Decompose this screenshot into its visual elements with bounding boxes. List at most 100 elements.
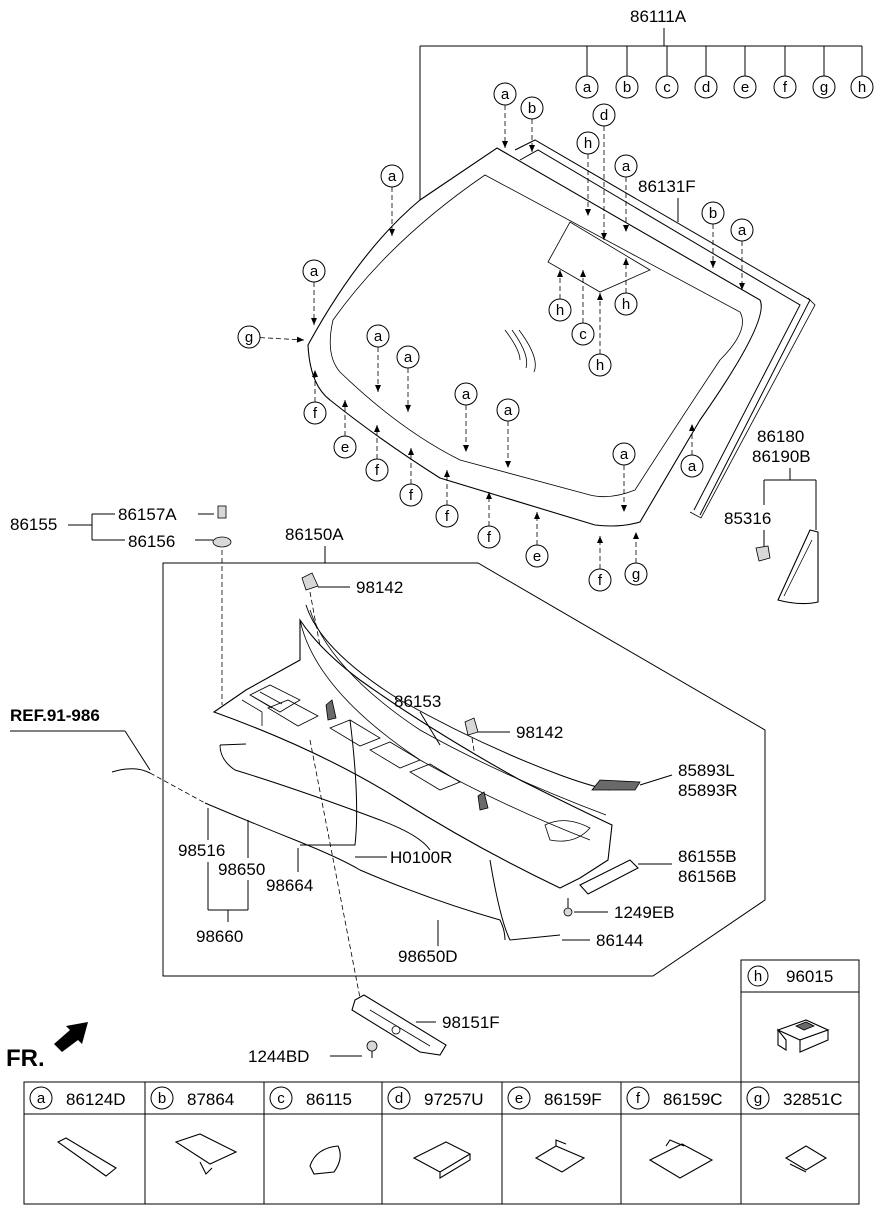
callout-d-letter: d [600, 107, 608, 124]
cover-group: 86180 86190B 85316 [724, 427, 819, 605]
callout-a: a [730, 218, 754, 242]
callout-g: g [237, 325, 261, 349]
callout-c-letter: c [579, 326, 587, 343]
legend-e-letter: e [515, 1090, 523, 1107]
top-legend-f: f [773, 75, 797, 99]
callout-arrow [486, 492, 492, 499]
callout-arrow [623, 225, 629, 232]
callout-arrow [585, 209, 591, 216]
legend-h-box: h 96015 [740, 959, 860, 1083]
callout-arrow [601, 233, 607, 240]
callout-arrow [557, 270, 563, 277]
legend-b-letter: b [158, 1090, 166, 1107]
top-legend-a-letter: a [583, 79, 592, 96]
top-legend-a: a [575, 75, 599, 99]
arrow-icon [54, 1022, 88, 1052]
callout-arrow [296, 336, 304, 343]
callout-d: d [592, 103, 616, 127]
callout-f: f [477, 525, 501, 549]
callout-arrow [375, 385, 381, 392]
legend-c-letter: c [277, 1090, 285, 1107]
callout-arrow [633, 532, 639, 539]
legend-d-letter: d [395, 1090, 403, 1107]
legend-pictogram-a [56, 1137, 117, 1177]
callout-g-letter: g [632, 566, 640, 583]
label-ref-91-986: REF.91-986 [10, 706, 100, 725]
legend-e: e [507, 1086, 531, 1110]
callout-arrow [597, 293, 603, 300]
legend-f: f [626, 1086, 650, 1110]
callout-f-letter: f [375, 462, 380, 479]
top-legend-d-letter: d [702, 79, 710, 96]
moulding-86131F: 86131F [514, 139, 816, 519]
callout-arrow [408, 448, 414, 455]
legend-part-d: 97257U [424, 1090, 484, 1109]
callout-h: h [576, 131, 600, 155]
callout-a: a [614, 154, 638, 178]
legend-part-a: 86124D [66, 1090, 126, 1109]
label-86157A: 86157A [118, 505, 177, 524]
label-98664: 98664 [266, 876, 313, 895]
callout-a-letter: a [688, 458, 697, 475]
callout-a: a [454, 382, 478, 406]
legend-pictogram-g [784, 1145, 828, 1173]
callout-f: f [435, 504, 459, 528]
callout-e: e [333, 435, 357, 459]
callout-a-letter: a [620, 446, 629, 463]
top-legend-h: h [850, 75, 874, 99]
callout-f-letter: f [445, 508, 450, 525]
callout-h: h [614, 292, 638, 316]
label-86144: 86144 [596, 931, 643, 950]
legend-f-letter: f [636, 1090, 641, 1107]
label-85893R: 85893R [678, 781, 738, 800]
screw-1249EB: 1249EB [563, 898, 675, 922]
callout-a-letter: a [501, 86, 510, 103]
callout-arrow [374, 425, 380, 432]
legend-part-c: 86115 [306, 1090, 352, 1109]
callout-a: a [302, 259, 326, 283]
callout-arrow [529, 145, 535, 152]
windshield-glass [307, 147, 762, 527]
legend-cell-e: e 86159F [507, 1086, 602, 1110]
legend-pictogram-e [534, 1139, 586, 1173]
label-H0100R: H0100R [390, 848, 452, 867]
top-legend-b-letter: b [623, 79, 631, 96]
callout-arrow [389, 229, 395, 236]
legend-part-f: 86159C [663, 1090, 723, 1109]
callout-h-letter: h [556, 302, 564, 319]
callout-e: e [525, 544, 549, 568]
legend-d: d [387, 1086, 411, 1110]
legend-part-e: 86159F [544, 1090, 602, 1109]
top-legend-f-letter: f [783, 79, 788, 96]
callout-e-letter: e [341, 439, 349, 456]
top-legend-g-letter: g [820, 79, 828, 96]
callout-a-letter: a [404, 349, 413, 366]
callout-arrow [505, 461, 511, 468]
callout-a: a [496, 398, 520, 422]
callout-h: h [588, 353, 612, 377]
top-legend-c-letter: c [663, 79, 671, 96]
label-98516: 98516 [178, 841, 225, 860]
callout-a-letter: a [462, 386, 471, 403]
callout-arrow [710, 261, 716, 268]
callout-arrow [405, 405, 411, 412]
label-86150A: 86150A [285, 525, 344, 544]
callout-a-letter: a [504, 402, 513, 419]
callout-f: f [365, 458, 389, 482]
callout-arrow [444, 470, 450, 477]
callout-a-letter: a [310, 263, 319, 280]
callout-f-letter: f [313, 405, 318, 422]
legend-pictogram-f [648, 1139, 714, 1179]
top-legend-e: e [733, 75, 757, 99]
callout-a: a [612, 442, 636, 466]
callout-h: h [548, 298, 572, 322]
label-98142-lower: 98142 [516, 723, 563, 742]
callout-arrow [580, 270, 586, 277]
callout-f: f [588, 568, 612, 592]
label-85893L: 85893L [678, 761, 735, 780]
legend-a: a [29, 1086, 53, 1110]
callout-b-letter: b [528, 100, 536, 117]
legend-h-letter: h [754, 968, 762, 985]
